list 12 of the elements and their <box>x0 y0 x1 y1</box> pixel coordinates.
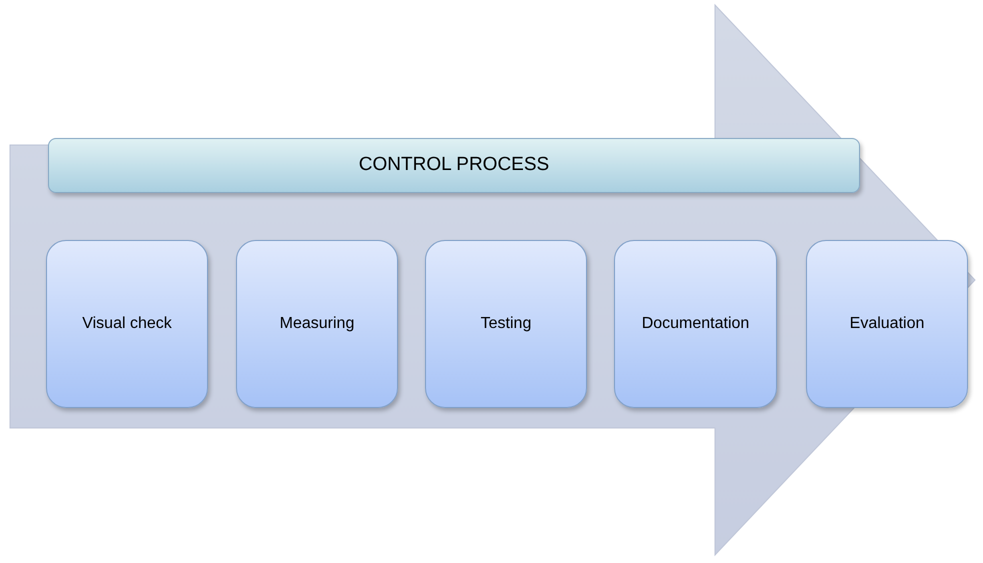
step-label: Measuring <box>278 314 356 334</box>
process-box <box>425 240 587 408</box>
step-label: Documentation <box>640 314 750 334</box>
header-text: CONTROL PROCESS <box>358 153 550 178</box>
process-box <box>806 240 968 408</box>
process-box <box>236 240 398 408</box>
step-label: Testing <box>480 314 532 334</box>
step-label: Evaluation <box>848 314 926 334</box>
step-label: Visual check <box>81 314 173 334</box>
process-box <box>46 240 208 408</box>
process-box <box>614 240 777 408</box>
header-bar <box>48 138 860 193</box>
